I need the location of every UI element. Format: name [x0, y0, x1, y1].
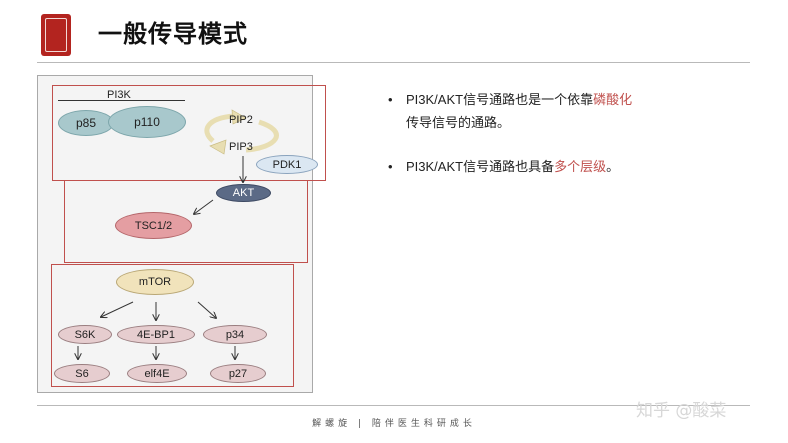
- pip3-label: PIP3: [229, 141, 253, 153]
- cycle-arrow-bottom: [245, 119, 279, 153]
- mtor-to-s6k-arrow: [101, 301, 134, 317]
- bullet-dot: •: [388, 92, 393, 107]
- bullet-text: PI3K/AKT信号通路也是一个依靠: [406, 92, 594, 107]
- bullet-highlight: 多个层级: [554, 159, 607, 174]
- bullet-list: • PI3K/AKT信号通路也是一个依靠磷酸化 传导信号的通路。 • PI3K/…: [388, 88, 748, 178]
- cycle-arrow-top: [204, 113, 235, 143]
- bullet-item: • PI3K/AKT信号通路也具备多个层级。: [388, 155, 748, 178]
- p27-node: p27: [210, 364, 266, 383]
- bullet-text-end: 。: [606, 159, 620, 174]
- bullet-text-cont: 传导信号的通路。: [406, 115, 511, 130]
- footer-divider: [37, 405, 750, 406]
- s6k-node: S6K: [58, 325, 112, 344]
- 4ebp1-node: 4E-BP1: [117, 325, 195, 344]
- elf4e-node: elf4E: [127, 364, 187, 383]
- akt-node: AKT: [216, 184, 271, 202]
- p34-node: p34: [203, 325, 267, 344]
- page-title: 一般传导模式: [98, 20, 248, 48]
- watermark: 知乎 @酸菜: [636, 401, 727, 421]
- bullet-dot: •: [388, 159, 393, 174]
- pi3k-label: PI3K: [107, 89, 131, 101]
- s6-node: S6: [54, 364, 110, 383]
- akt-to-tsc-arrow: [194, 199, 214, 214]
- footer-text: 解螺旋 | 陪伴医生科研成长: [312, 419, 476, 429]
- header-divider: [37, 62, 750, 63]
- cycle-arrowhead-bottom: [209, 139, 227, 155]
- p110-node: p110: [108, 106, 186, 138]
- akt-region: [64, 180, 308, 263]
- p85-node: p85: [58, 110, 114, 136]
- tsc-node: TSC1/2: [115, 212, 192, 239]
- pip2-label: PIP2: [229, 114, 253, 126]
- mtor-region: [51, 264, 294, 387]
- bullet-text: PI3K/AKT信号通路也具备: [406, 159, 555, 174]
- logo-seal: [41, 14, 71, 56]
- bullet-highlight: 磷酸化: [593, 92, 633, 107]
- cycle-arrowhead-top: [231, 109, 247, 125]
- pi3k-underline: [58, 100, 185, 101]
- mtor-to-p34-arrow: [197, 301, 216, 318]
- bullet-item: • PI3K/AKT信号通路也是一个依靠磷酸化 传导信号的通路。: [388, 88, 748, 134]
- pdk1-node: PDK1: [256, 155, 318, 174]
- mtor-node: mTOR: [116, 269, 194, 295]
